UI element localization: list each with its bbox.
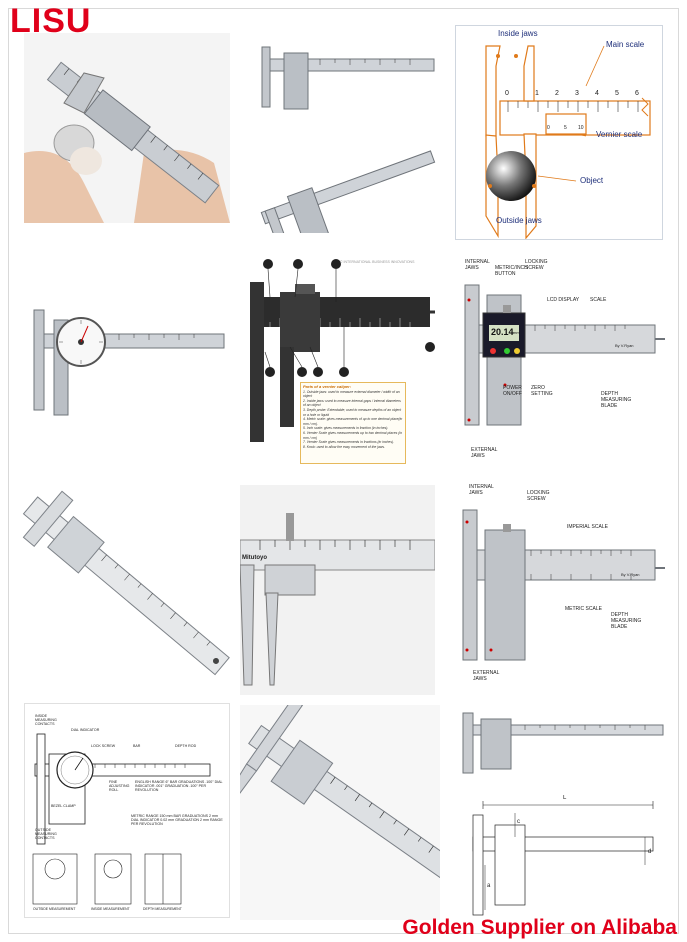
label-depth-measurement: DEPTH MEASUREMENT	[143, 907, 182, 911]
label-outside-jaws: Outside jaws	[496, 216, 542, 225]
label-vernier-scale: Vernier scale	[596, 130, 643, 139]
note-1: 1. Outside jaws: used to measure externa…	[303, 389, 400, 399]
label-metric-inch-button: METRIC/INCH BUTTON	[495, 265, 528, 277]
imperial-metric-drawing	[462, 509, 665, 661]
plain-caliper-drawing	[462, 712, 664, 774]
diagram-vernier-parts: Inside jaws Main scale Vernier scale Obj…	[455, 25, 663, 240]
dial-caliper-drawing	[33, 309, 225, 416]
digital-caliper-drawing	[464, 284, 665, 426]
label-depth-blade-2: DEPTH MEASURING BLADE	[611, 612, 642, 630]
note-7: 7. Vernier Scale gives measurements in f…	[303, 440, 395, 445]
main-tick-5: 5	[615, 90, 619, 97]
main-tick-6: 6	[635, 90, 639, 97]
dim-a: a	[487, 883, 491, 889]
dim-L: L	[563, 795, 567, 801]
photo-plain-caliper	[455, 705, 665, 785]
photo-mitutoyo-closeup: Mitutoyo	[240, 485, 435, 695]
vernier-tick-0: 0	[547, 125, 550, 131]
vernier-tick-5: 5	[564, 125, 567, 131]
footer-banner: Golden Supplier on Alibaba	[402, 916, 677, 939]
dim-d: d	[648, 849, 652, 855]
note-6: 6. Vernier Scale gives measurements up t…	[303, 430, 403, 440]
dimensions-drawing	[472, 801, 654, 916]
label-internal-jaws: INTERNAL JAWS	[465, 259, 490, 271]
main-tick-3: 3	[575, 90, 579, 97]
two-calipers-drawing	[260, 46, 436, 233]
label-external-jaws-2: EXTERNAL JAWS	[473, 670, 500, 682]
credit-ryan-2: By V.Ryan	[621, 572, 640, 577]
label-scale: SCALE	[590, 297, 607, 303]
main-tick-0: 0	[505, 90, 509, 97]
label-outside-measurement: OUTSIDE MEASUREMENT	[33, 907, 76, 911]
main-tick-2: 2	[555, 90, 559, 97]
label-dial-indicator: DIAL INDICATOR	[71, 728, 100, 732]
angled-vernier-drawing	[240, 705, 440, 920]
label-inside-contacts: INSIDE MEASURING CONTACTS	[35, 714, 57, 726]
label-bar: BAR	[133, 744, 141, 748]
note-2: 2. Inside jaws: used to measure internal…	[303, 398, 401, 408]
label-metric-range: METRIC RANGE 150 mm BAR GRADUATIONS 2 mm…	[131, 814, 223, 826]
label-locking-screw-2: LOCKING SCREW	[527, 490, 550, 502]
credit-ryan: By V.Ryan	[615, 343, 634, 348]
label-zero-setting: ZERO SETTING	[531, 385, 553, 397]
note-5: 5. Inch scale: gives measurements in fra…	[303, 426, 389, 431]
note-3: 3. Depth probe: Extendable; used to meas…	[303, 407, 402, 417]
label-locking-screw: LOCKING SCREW	[525, 259, 548, 271]
label-external-jaws: EXTERNAL JAWS	[471, 447, 498, 459]
main-tick-1: 1	[535, 90, 539, 97]
label-inside-jaws: Inside jaws	[498, 29, 538, 38]
dim-c: c	[517, 819, 520, 825]
diagram-imperial-metric: INTERNAL JAWS LOCKING SCREW IMPERIAL SCA…	[455, 480, 665, 695]
photo-angled-caliper	[22, 475, 232, 695]
dial-technical-drawing	[32, 733, 211, 905]
object-sphere	[486, 151, 536, 201]
vernier-tick-10: 10	[578, 125, 584, 131]
label-lock-screw: LOCK SCREW	[91, 744, 116, 748]
label-main-scale: Main scale	[606, 40, 645, 49]
angled-caliper-drawing	[22, 490, 230, 676]
note-4: 4. Metric scale: gives measurements of u…	[303, 417, 403, 426]
diagram-dial-caliper-technical: INSIDE MEASURING CONTACTS DIAL INDICATOR…	[24, 703, 230, 918]
label-metric-scale: METRIC SCALE	[565, 606, 602, 612]
hand-caliper-drawing	[24, 33, 230, 223]
photo-hand-caliper	[24, 33, 230, 223]
photo-angled-vernier	[240, 705, 440, 920]
label-fine-roll: FINE ADJUSTING ROLL	[109, 780, 130, 792]
label-inside-measurement: INSIDE MEASUREMENT	[91, 907, 130, 911]
note-8: 8. Knob: used to allow the easy movement…	[303, 444, 385, 449]
label-outside-contacts: OUTSIDE MEASURING CONTACTS	[35, 828, 57, 840]
parts-notes-box: Parts of a vernier caliper: 1. Outside j…	[300, 382, 406, 464]
label-bezel-clamp: BEZEL CLAMP	[51, 804, 76, 808]
label-depth-rod: DEPTH ROD	[175, 744, 197, 748]
label-imperial-scale: IMPERIAL SCALE	[567, 524, 608, 530]
label-internal-jaws-2: INTERNAL JAWS	[469, 484, 494, 496]
watermark-text: © INTERNATIONAL BUSINESS INNOVATIONS	[340, 260, 415, 264]
label-lcd-display: LCD DISPLAY	[547, 297, 580, 303]
main-tick-4: 4	[595, 90, 599, 97]
label-object: Object	[580, 176, 604, 185]
diagram-dimensions: L c d a	[455, 795, 665, 920]
lcd-reading: 20.14	[491, 327, 514, 337]
label-english-range: ENGLISH RANGE 6" BAR GRADUATIONS .100" D…	[135, 780, 223, 792]
mitutoyo-label: Mitutoyo	[242, 555, 267, 561]
lcd-unit: mm	[513, 330, 520, 335]
label-depth-blade: DEPTH MEASURING BLADE	[601, 391, 632, 409]
mitutoyo-drawing	[240, 485, 435, 695]
label-power: POWER ON/OFF	[503, 385, 522, 397]
vernier-parts-drawing	[456, 26, 662, 239]
diagram-digital-caliper: INTERNAL JAWS METRIC/INCH BUTTON LOCKING…	[455, 255, 665, 470]
collage-frame	[8, 8, 679, 934]
notes-title: Parts of a vernier caliper:	[303, 384, 352, 389]
photo-two-calipers	[240, 33, 445, 233]
photo-dial-caliper	[24, 290, 230, 420]
